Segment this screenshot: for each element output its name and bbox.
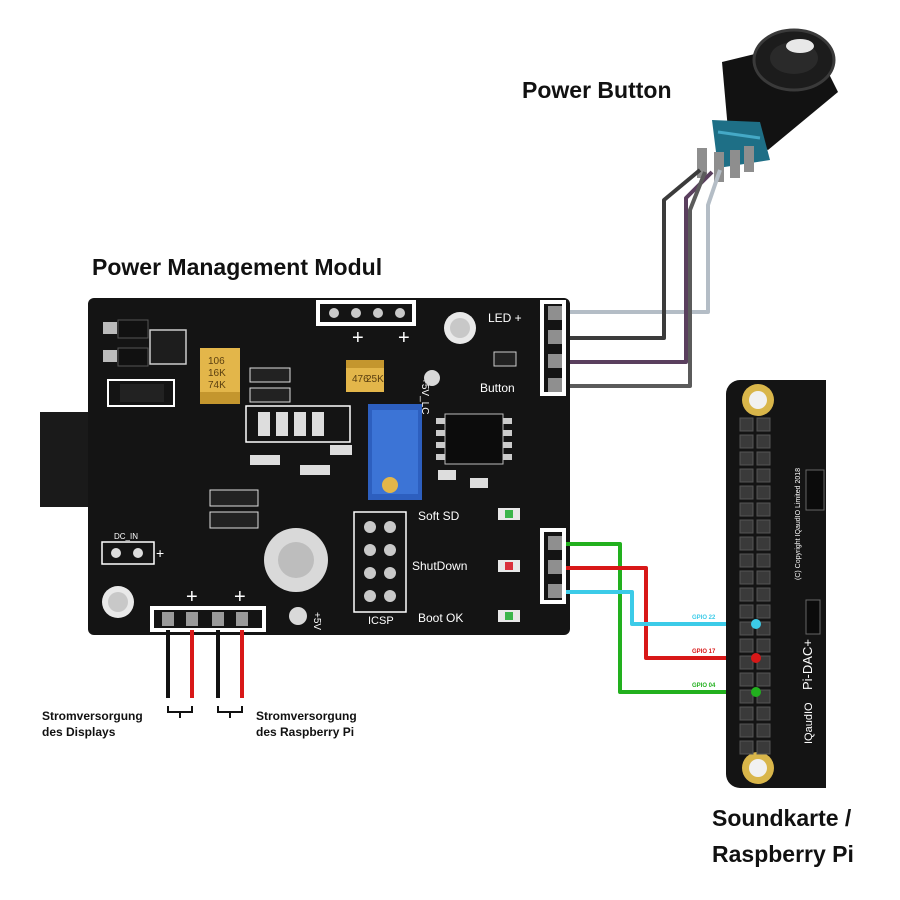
- power-button-image: [697, 28, 838, 182]
- header-pin: [739, 468, 754, 483]
- header-pin: [739, 621, 754, 636]
- header-pin: [739, 451, 754, 466]
- header-pin: [739, 604, 754, 619]
- header-pin: [756, 536, 771, 551]
- cap3-label: 74K: [208, 380, 226, 391]
- header-pin: [756, 706, 771, 721]
- header-pin: [756, 587, 771, 602]
- header-pin: [739, 655, 754, 670]
- display-power-line2: des Displays: [42, 725, 116, 739]
- boot-ok-label: Boot OK: [418, 611, 463, 625]
- power-button-title: Power Button: [522, 77, 672, 103]
- dac-model-label: Pi-DAC+: [800, 639, 815, 690]
- display-power-line1: Stromversorgung: [42, 709, 143, 723]
- gpio-04-label: GPIO 04: [692, 683, 716, 689]
- gpio-17-pin: [751, 653, 761, 663]
- pi-power-line2: des Raspberry Pi: [256, 725, 354, 739]
- brace-display: [167, 706, 243, 718]
- header-pin: [739, 485, 754, 500]
- header-pin: [739, 723, 754, 738]
- header-pin: [739, 417, 754, 432]
- led-plus-label: LED +: [488, 311, 522, 325]
- plus5v-lc-label: +5V_LC: [419, 378, 430, 414]
- header-pin: [739, 706, 754, 721]
- wire-gpio-22: [566, 590, 756, 626]
- wire-led-plus: [566, 169, 722, 314]
- wire-button-2: [566, 171, 707, 388]
- header-pin: [739, 672, 754, 687]
- header-pin: [739, 570, 754, 585]
- cap2-label: 16K: [208, 368, 226, 379]
- svg-text:+: +: [398, 327, 410, 349]
- button-wires: [566, 168, 722, 388]
- header-pin: [756, 570, 771, 585]
- header-pin: [739, 502, 754, 517]
- header-pin: [739, 587, 754, 602]
- header-pin: [739, 638, 754, 653]
- shutdown-label: ShutDown: [412, 559, 467, 573]
- svg-text:+: +: [234, 586, 246, 608]
- pi-power-line1: Stromversorgung: [256, 709, 357, 723]
- gpio-22-label: GPIO 22: [692, 615, 716, 621]
- gpio-17-label: GPIO 17: [692, 649, 716, 655]
- button-label: Button: [480, 381, 515, 395]
- svg-text:+: +: [156, 545, 164, 561]
- soundcard-title-line2: Raspberry Pi: [712, 841, 854, 867]
- header-pin: [739, 434, 754, 449]
- header-pin: [756, 434, 771, 449]
- icsp-label: ICSP: [368, 615, 394, 627]
- dac-copyright-label: (C) Copyright IQaudIO Limited 2018: [795, 468, 802, 580]
- header-pin: [756, 485, 771, 500]
- cap4-label: 476: [352, 374, 369, 385]
- soundcard-title-line1: Soundkarte /: [712, 805, 852, 831]
- header-pin: [756, 519, 771, 534]
- gpio-header: [739, 417, 771, 755]
- dc-in-label: DC_IN: [114, 532, 138, 541]
- gpio-wires: [566, 542, 756, 694]
- wire-led-minus: [566, 168, 702, 340]
- power-leads: [166, 630, 244, 698]
- header-pin: [756, 468, 771, 483]
- wire-gpio-17: [566, 566, 756, 660]
- pcb-board: + + 106 16K 74K 476 25K +5V_LC: [40, 298, 570, 635]
- header-pin: [739, 689, 754, 704]
- header-pin: [739, 536, 754, 551]
- wire-gpio-04: [566, 542, 756, 694]
- header-pin: [739, 553, 754, 568]
- cap5-label: 25K: [366, 374, 384, 385]
- header-pin: [739, 740, 754, 755]
- gpio-04-pin: [751, 687, 761, 697]
- soft-sd-label: Soft SD: [418, 509, 460, 523]
- svg-text:+: +: [352, 327, 364, 349]
- header-pin: [756, 553, 771, 568]
- soundcard-board: IQaudIO Pi-DAC+ (C) Copyright IQaudIO Li…: [726, 380, 846, 788]
- plus5v-label: +5V: [311, 612, 322, 630]
- header-pin: [756, 672, 771, 687]
- header-pin: [756, 723, 771, 738]
- header-pin: [739, 519, 754, 534]
- cap1-label: 106: [208, 356, 225, 367]
- header-pin: [756, 604, 771, 619]
- header-pin: [756, 417, 771, 432]
- dac-brand-label: IQaudIO: [803, 702, 815, 744]
- header-pin: [756, 740, 771, 755]
- svg-text:+: +: [186, 586, 198, 608]
- header-pin: [756, 502, 771, 517]
- module-title: Power Management Modul: [92, 254, 382, 280]
- gpio-22-pin: [751, 619, 761, 629]
- header-pin: [756, 451, 771, 466]
- header-pin: [756, 638, 771, 653]
